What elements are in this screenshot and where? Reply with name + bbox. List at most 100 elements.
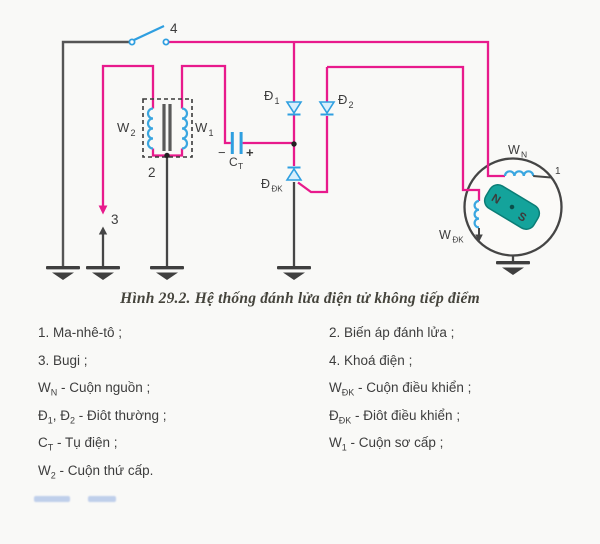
- magnet-rotor: N S: [483, 184, 541, 230]
- spark-arrow-down-icon: [98, 205, 108, 215]
- ground-icon: [277, 266, 311, 280]
- scr-ddk-icon: [285, 166, 303, 181]
- switch-ground-wire: [61, 40, 130, 266]
- legend-item: ĐĐK - Điôt điều khiển ;: [329, 402, 471, 430]
- legend-item: 3. Bugi ;: [38, 347, 166, 375]
- wire-w2-to-bugi: [101, 64, 155, 208]
- wire-wn-tail: [533, 175, 552, 179]
- magenta-wires: [101, 40, 505, 208]
- wire-switch-to-wn: [168, 40, 505, 178]
- ground-icons: [46, 261, 530, 280]
- legend-column-right: 2. Biến áp đánh lửa ;4. Khoá điện ;WĐK -…: [329, 319, 471, 457]
- label-w1: W: [195, 120, 208, 135]
- label-ct-sub: T: [238, 161, 243, 171]
- legend-item: Đ1, Đ2 - Điôt thường ;: [38, 402, 166, 430]
- label-wdk: W: [439, 228, 451, 242]
- legend-item: 2. Biến áp đánh lửa ;: [329, 319, 471, 347]
- label-bugi-number: 3: [111, 212, 119, 227]
- transformer-core-bar: [168, 104, 172, 151]
- ground-icon: [46, 266, 80, 280]
- label-wdk-sub: ĐK: [453, 236, 465, 245]
- legend-item: 4. Khoá điện ;: [329, 347, 471, 375]
- legend-text: 2. Biến áp đánh lửa ;: [329, 325, 455, 340]
- legend-item: WN - Cuộn nguồn ;: [38, 374, 166, 402]
- legend-subscript: ĐK: [341, 387, 355, 398]
- legend-text: W: [329, 380, 342, 395]
- legend-item: WĐK - Cuộn điều khiển ;: [329, 374, 471, 402]
- wire-w1-to-cap: [180, 64, 231, 145]
- circuit-diagram: N S: [46, 21, 563, 280]
- ignition-circuit-svg: N S: [46, 21, 563, 280]
- legend-subscript: 2: [50, 470, 56, 480]
- capacitor-plate: [239, 132, 243, 154]
- legend-subscript: ĐK: [338, 415, 352, 425]
- ground-icon: [150, 266, 184, 280]
- label-w2: W: [117, 120, 130, 135]
- label-d2-sub: 2: [349, 100, 354, 110]
- coil-wdk-icon: [473, 199, 480, 229]
- magnet-axis-dot: [509, 204, 515, 210]
- legend-text: - Cuộn điều khiển ;: [354, 380, 472, 395]
- ground-icon: [496, 261, 530, 275]
- legend-subscript: N: [50, 387, 58, 398]
- legend-text: Đ: [38, 407, 48, 423]
- legend-text: W: [38, 462, 51, 478]
- legend-text: , Đ: [52, 407, 71, 423]
- label-wn: W: [508, 143, 520, 157]
- legend-text: - Tụ điện ;: [53, 435, 118, 450]
- legend-item: 1. Ma-nhê-tô ;: [38, 319, 166, 347]
- label-d2: Đ: [338, 92, 347, 107]
- spark-arrow-up-icon: [98, 226, 108, 235]
- wdk-arrow-icon: [475, 234, 483, 242]
- legend-item: W1 - Cuộn sơ cấp ;: [329, 429, 471, 457]
- legend-subscript: 1: [341, 442, 347, 453]
- label-cap-minus: −: [218, 145, 226, 160]
- transformer-dashed-box: [142, 98, 193, 158]
- legend-column-left: 1. Ma-nhê-tô ;3. Bugi ;WN - Cuộn nguồn ;…: [38, 319, 166, 484]
- legend-subscript: 1: [47, 415, 53, 425]
- label-ddk-sub: ĐK: [272, 185, 284, 194]
- label-cap-plus: +: [246, 145, 254, 160]
- label-ddk: Đ: [261, 177, 270, 191]
- legend-text: - Cuộn sơ cấp ;: [346, 435, 444, 450]
- legend-text: 1. Ma-nhê-tô ;: [38, 325, 123, 340]
- wire-d2-to-wdk: [327, 65, 481, 201]
- legend-text: - Điôt điều khiển ;: [351, 407, 461, 423]
- capacitor-plate: [230, 132, 234, 154]
- label-switch-number: 4: [170, 21, 178, 36]
- legend-item: CT - Tụ điện ;: [38, 429, 166, 457]
- legend-text: 4. Khoá điện ;: [329, 352, 413, 368]
- legend-text: W: [329, 435, 342, 450]
- switch-terminal: [128, 38, 136, 46]
- legend-subscript: T: [47, 442, 54, 453]
- legend-subscript: 2: [70, 415, 76, 425]
- legend-text: C: [38, 435, 48, 450]
- wire-d2-to-gate: [297, 116, 329, 194]
- diode-d1-icon: [285, 101, 303, 116]
- coil-wn-icon: [503, 170, 535, 177]
- switch-blade: [133, 25, 165, 41]
- transformer-core-bar: [162, 104, 166, 151]
- coil-w1-icon: [181, 107, 189, 150]
- junction-dot: [164, 152, 170, 159]
- diode-d2-icon: [318, 101, 336, 116]
- dark-wires: [101, 155, 552, 266]
- label-ct: C: [229, 155, 238, 169]
- legend-item: W2 - Cuộn thứ cấp.: [38, 457, 166, 485]
- label-d1: Đ: [264, 88, 273, 103]
- cropped-blue-text-fragment: [88, 496, 116, 502]
- legend-text: Đ: [329, 407, 339, 423]
- figure-caption: Hình 29.2. Hệ thống đánh lửa điện tử khô…: [120, 290, 480, 307]
- legend-text: - Cuộn thứ cấp.: [55, 462, 154, 478]
- label-w1-sub: 1: [209, 128, 214, 138]
- label-transformer-number: 2: [148, 165, 156, 180]
- label-d1-sub: 1: [275, 96, 280, 106]
- cropped-blue-text-fragment: [34, 496, 70, 502]
- legend-text: W: [38, 380, 51, 395]
- legend-text: 3. Bugi ;: [38, 352, 88, 368]
- legend-text: - Cuộn nguồn ;: [57, 380, 151, 395]
- ground-icon: [86, 266, 120, 280]
- ignition-switch: [128, 25, 170, 46]
- coil-w2-icon: [146, 107, 154, 150]
- label-w2-sub: 2: [131, 128, 136, 138]
